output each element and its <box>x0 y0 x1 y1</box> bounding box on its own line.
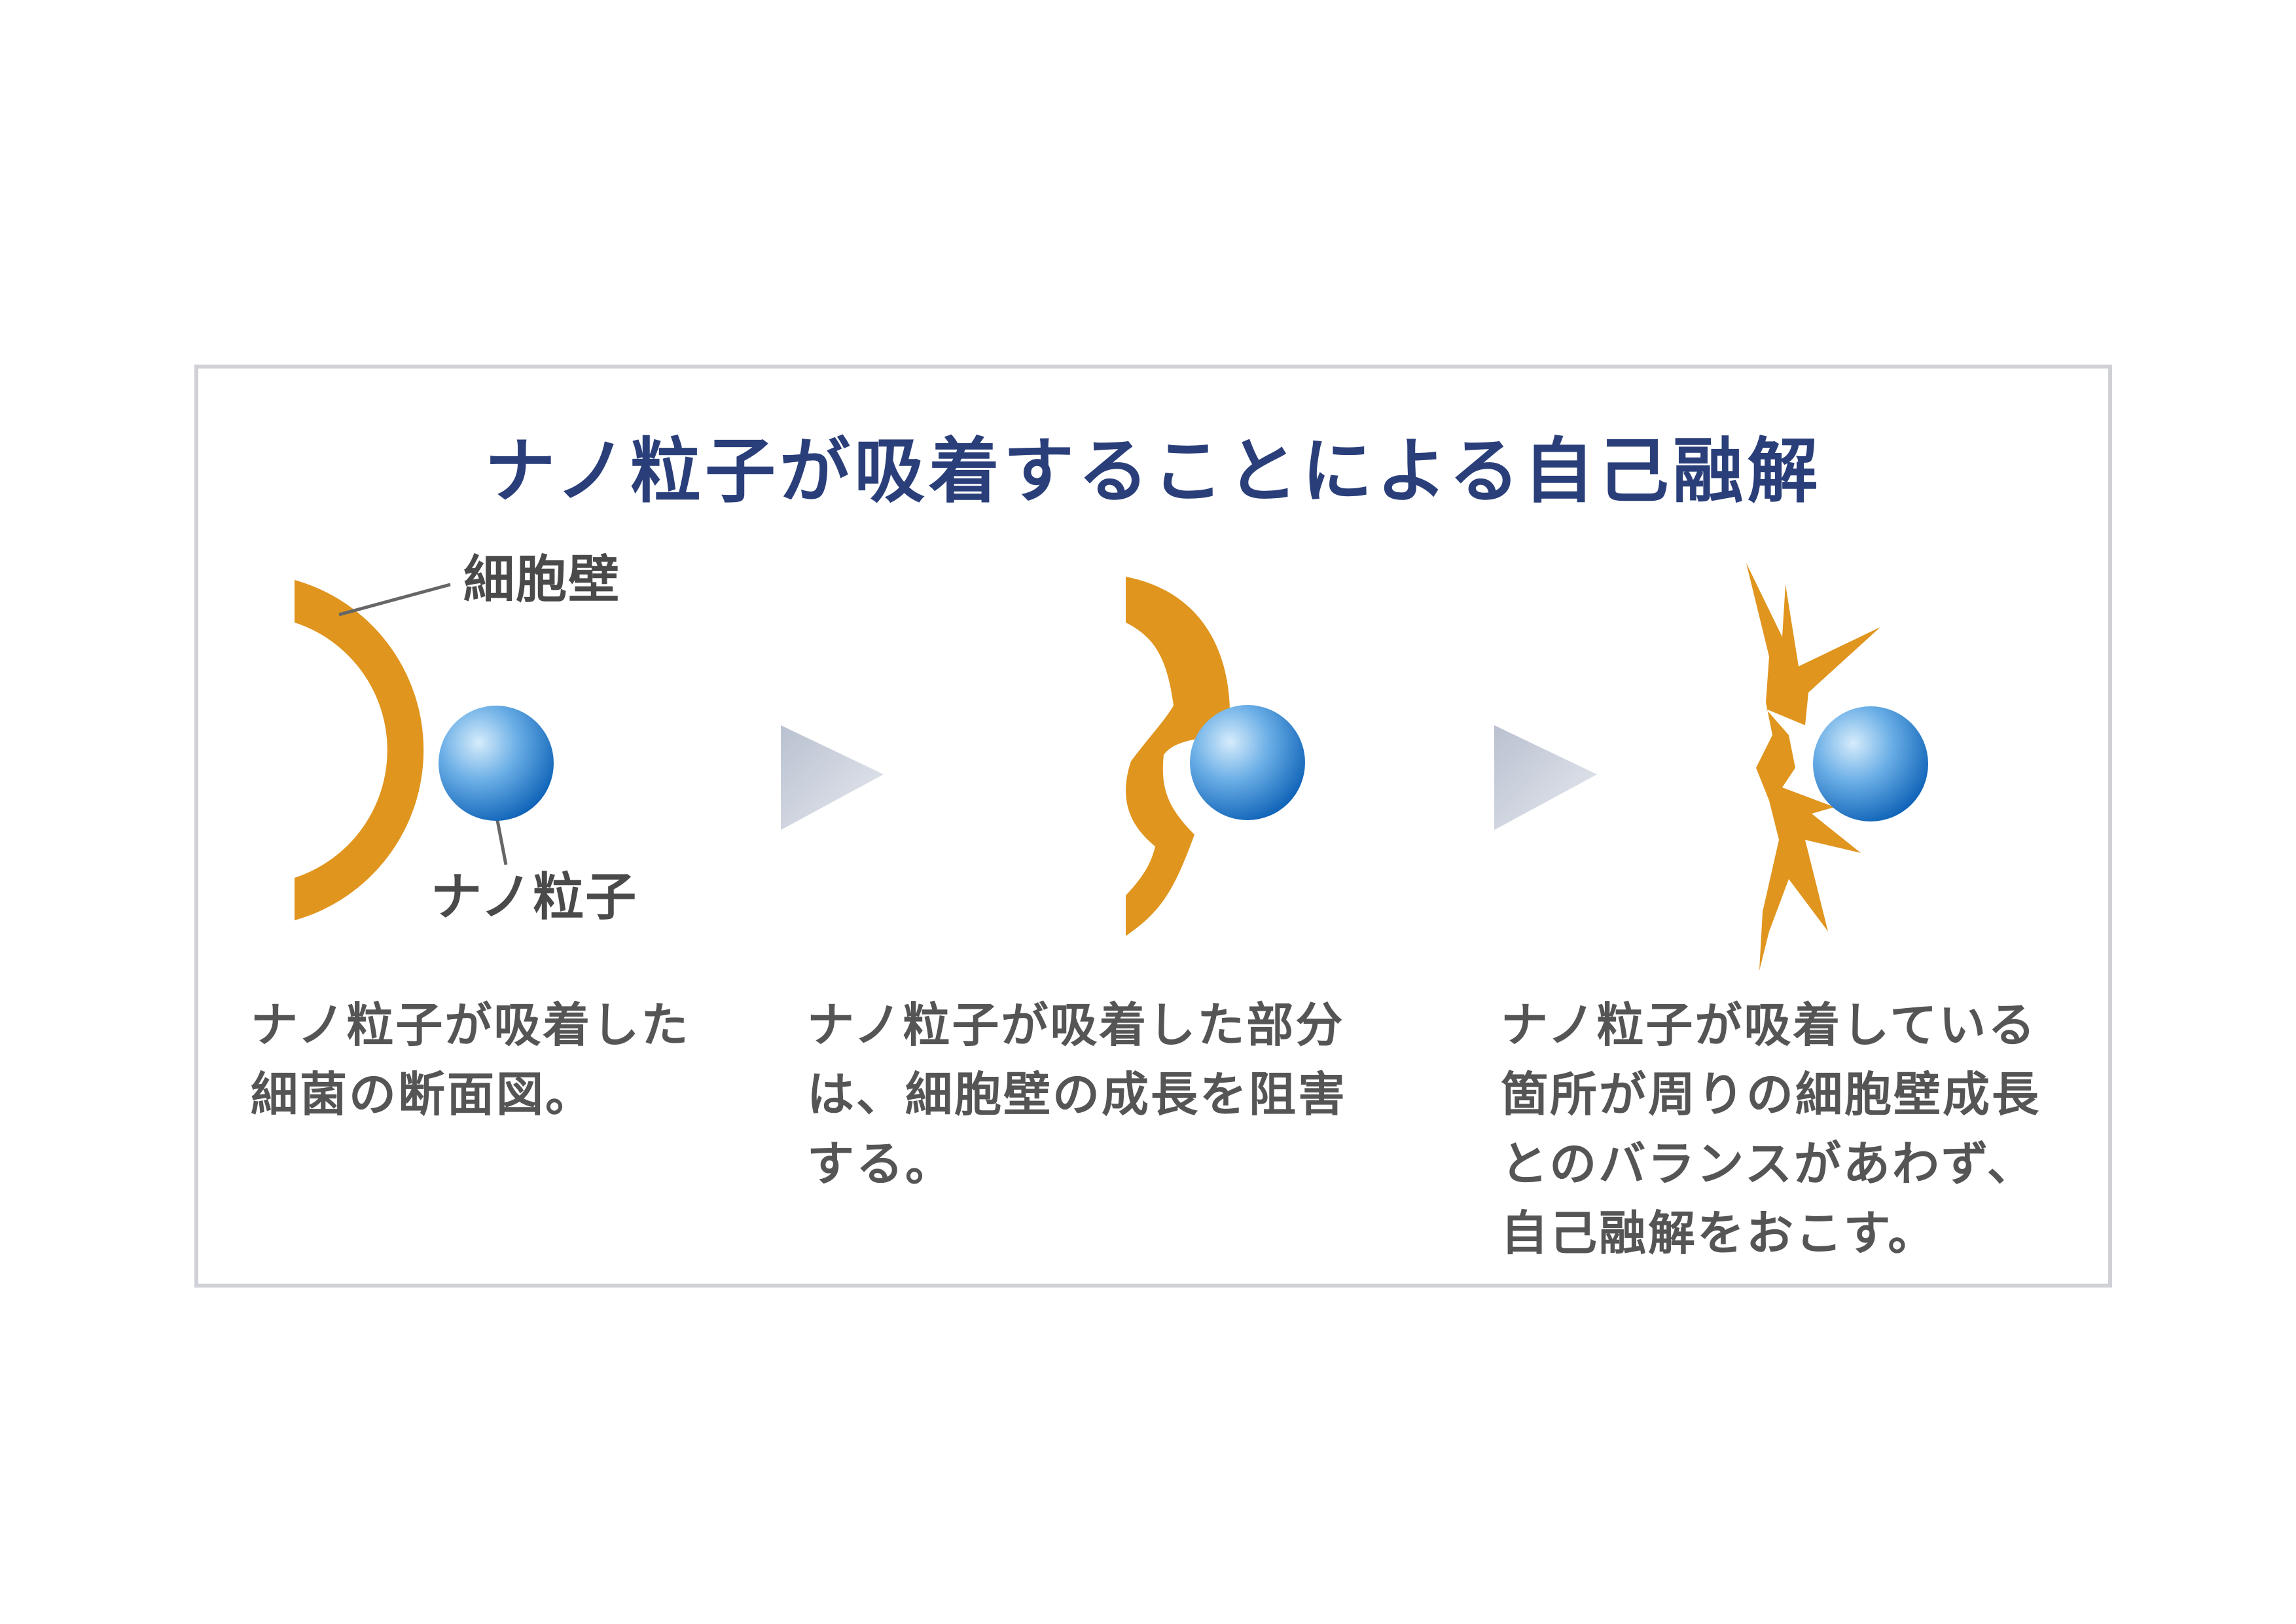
cell-wall-arc-1 <box>295 580 424 920</box>
arrow-1 <box>781 725 884 830</box>
step-1-caption: ナノ粒子が吸着した 細菌の断面図。 <box>251 998 691 1122</box>
diagram-title: ナノ粒子が吸着することによる自己融解 <box>484 431 1822 513</box>
nanoparticle-2 <box>1190 705 1305 820</box>
cell-wall-arc-2 <box>1126 577 1230 936</box>
diagram-panel: ナノ粒子が吸着することによる自己融解 <box>194 365 2112 1288</box>
diagram-artwork <box>295 563 1928 971</box>
cell-wall-label: 細胞壁 <box>463 550 621 609</box>
nanoparticle-leader-line <box>494 813 508 865</box>
arrow-2 <box>1494 725 1597 830</box>
nanoparticle-3 <box>1813 706 1928 821</box>
nanoparticle-label: ナノ粒子 <box>431 868 638 927</box>
step-2-caption: ナノ粒子が吸着した部分 は、細胞壁の成長を阻害 する。 <box>807 998 1348 1191</box>
nanoparticle-1 <box>439 706 554 821</box>
cell-wall-ruptured <box>1746 563 1880 971</box>
cell-wall-leader-line <box>338 583 451 617</box>
step-3-caption: ナノ粒子が吸着している 箇所が周りの細胞壁成長 とのバランスがあわず、 自己融解… <box>1501 998 2041 1261</box>
